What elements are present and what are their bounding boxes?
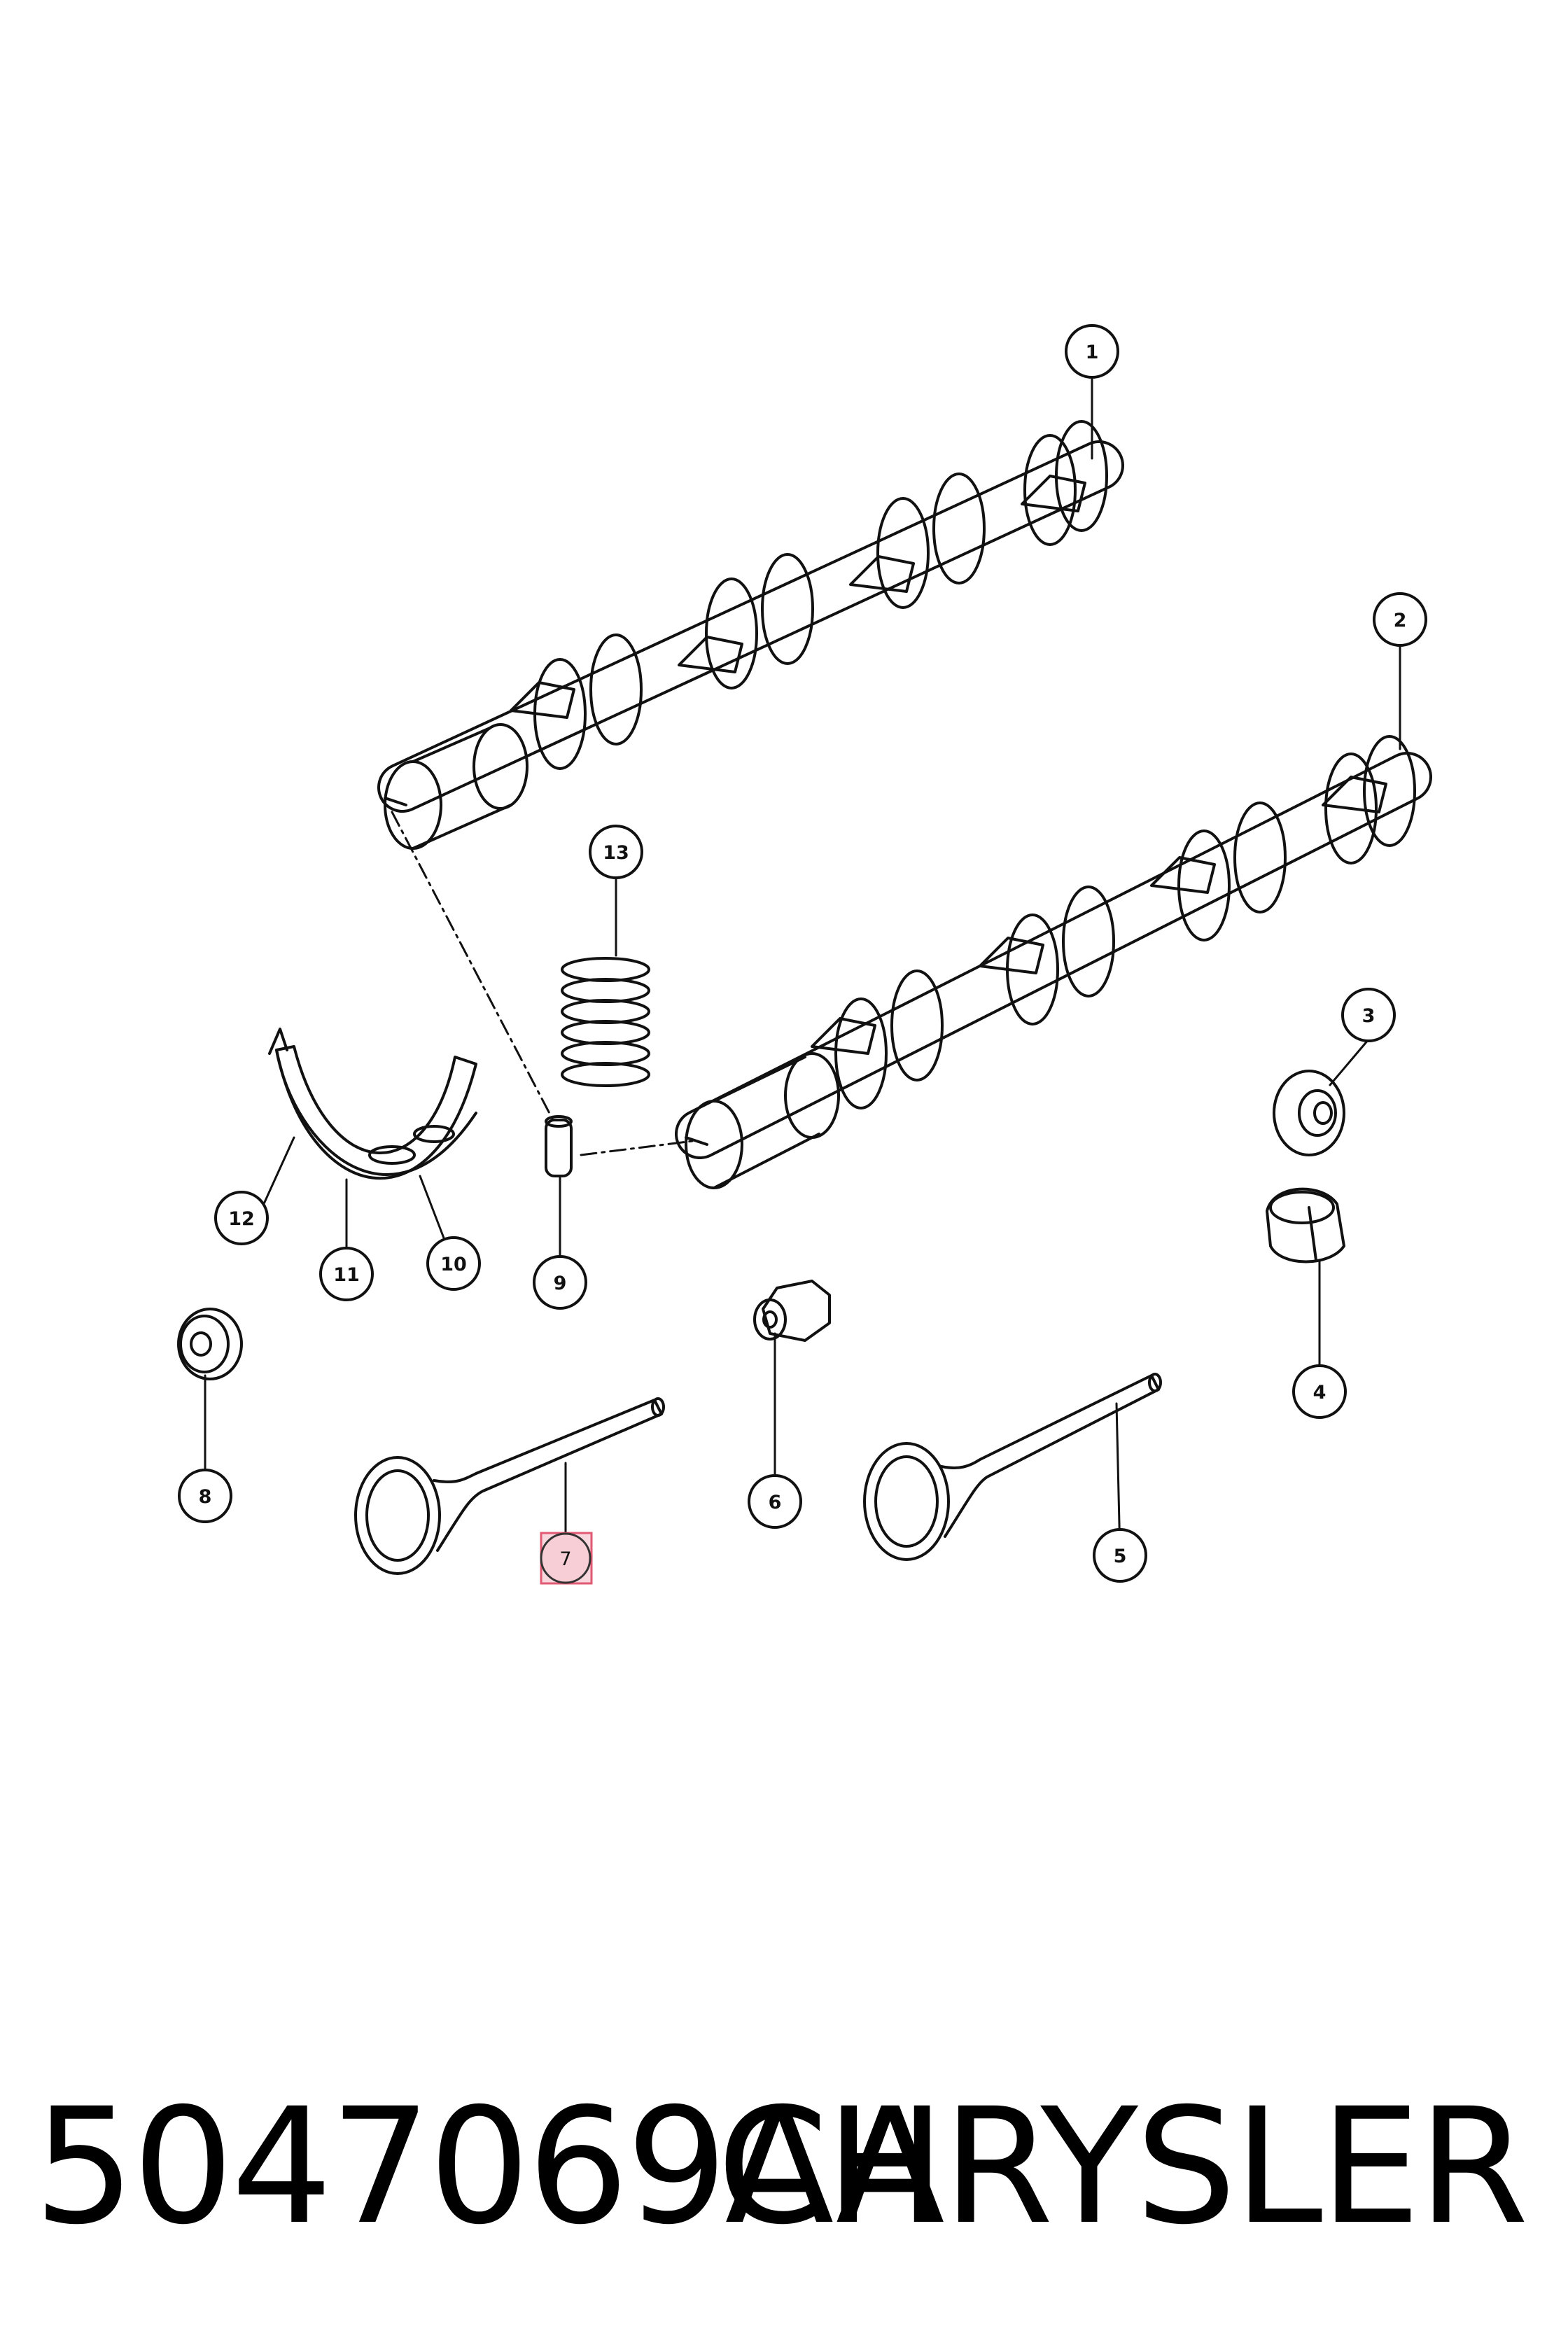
- callout-label: 5: [1114, 1546, 1127, 1567]
- exhaust-valve: [863, 1373, 1162, 1561]
- callout-label: 2: [1394, 610, 1407, 631]
- brand-name: CHRYSLER: [717, 2073, 1529, 2260]
- callout-label: 3: [1362, 1005, 1376, 1027]
- intake-valve: [354, 1397, 665, 1575]
- callout-label: 13: [603, 842, 629, 864]
- leader-lines: [204, 377, 1401, 1559]
- part-number: 5047069AA: [34, 2073, 945, 2260]
- callout-4[interactable]: 4: [1292, 1364, 1347, 1419]
- spring-seat-washer: [177, 1308, 243, 1380]
- valve-retainer: [753, 1280, 831, 1342]
- callout-label: 9: [554, 1273, 567, 1294]
- callout-label: 6: [769, 1492, 782, 1513]
- valve-seal: [1273, 1070, 1345, 1156]
- callout-5[interactable]: 5: [1093, 1528, 1147, 1583]
- footer: 5047069AA CHRYSLER: [0, 2051, 1568, 2282]
- callout-2[interactable]: 2: [1373, 592, 1427, 647]
- callout-label: 11: [333, 1264, 360, 1286]
- callout-12[interactable]: 12: [214, 1191, 269, 1245]
- callout-7-highlighted[interactable]: 7: [540, 1532, 593, 1585]
- callout-3[interactable]: 3: [1341, 988, 1396, 1042]
- callout-label: 7: [559, 1548, 571, 1570]
- valve-keeper: [1266, 1187, 1345, 1264]
- callout-11[interactable]: 11: [319, 1247, 374, 1301]
- callout-label: 12: [228, 1208, 255, 1230]
- camshaft-upper: [377, 420, 1124, 850]
- callout-10[interactable]: 10: [426, 1236, 481, 1291]
- callout-9[interactable]: 9: [533, 1255, 587, 1310]
- callout-label: 8: [199, 1486, 212, 1508]
- callout-8[interactable]: 8: [178, 1469, 232, 1523]
- callout-1[interactable]: 1: [1065, 324, 1119, 379]
- camshaft-upper-lobes: [510, 420, 1108, 770]
- callout-label: 4: [1313, 1382, 1326, 1404]
- valve-spring: [561, 957, 650, 1087]
- camshaft-lower: [675, 735, 1432, 1189]
- callout-6[interactable]: 6: [748, 1474, 802, 1529]
- callout-13[interactable]: 13: [589, 825, 643, 879]
- camshaft-lower-lobes: [811, 735, 1416, 1110]
- callout-label: 1: [1086, 342, 1099, 363]
- dowel-pin: [545, 1115, 573, 1177]
- bearing-half: [268, 1028, 477, 1180]
- callout-label: 10: [440, 1254, 467, 1275]
- alignment-line-lower: [580, 1140, 694, 1156]
- alignment-line-upper: [391, 811, 554, 1121]
